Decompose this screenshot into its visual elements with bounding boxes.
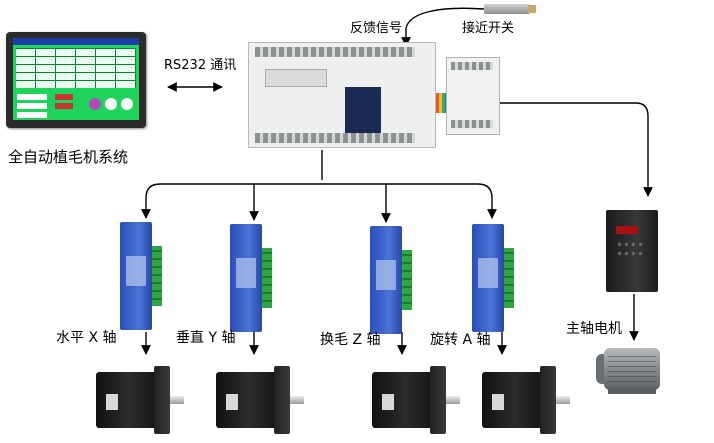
axis-z-label: 换毛 Z 轴 bbox=[320, 332, 381, 348]
spindle-motor-icon bbox=[596, 342, 670, 396]
axis-a-label: 旋转 A 轴 bbox=[430, 332, 491, 348]
system-title: 全自动植毛机系统 bbox=[8, 148, 129, 166]
axis-x-label: 水平 X 轴 bbox=[56, 330, 117, 346]
stepper-driver-icon bbox=[230, 224, 272, 334]
sensor-label: 接近开关 bbox=[462, 21, 515, 36]
driver-bus bbox=[141, 183, 497, 219]
stepper-motor-icon bbox=[216, 366, 306, 434]
stepper-motor-icon bbox=[482, 366, 572, 434]
frequency-inverter-icon bbox=[606, 210, 658, 292]
sensor-tip bbox=[528, 5, 536, 13]
feedback-label: 反馈信号 bbox=[350, 21, 403, 36]
stepper-driver-icon bbox=[472, 224, 514, 334]
rs232-label: RS232 通讯 bbox=[164, 58, 237, 73]
stepper-driver-icon bbox=[370, 226, 412, 336]
sensor-feedback-wire bbox=[401, 7, 485, 47]
inverter-wire bbox=[498, 102, 653, 197]
touch-screen-icon bbox=[6, 32, 146, 128]
proximity-sensor-icon bbox=[484, 4, 530, 14]
stepper-motor-icon bbox=[372, 366, 462, 434]
spindle-label: 主轴电机 bbox=[566, 321, 622, 337]
expansion-module-icon bbox=[446, 57, 500, 135]
stepper-motor-icon bbox=[96, 366, 186, 434]
plc-controller-icon bbox=[248, 32, 436, 150]
hmi-screen bbox=[13, 38, 139, 120]
stepper-driver-icon bbox=[120, 222, 162, 332]
axis-y-label: 垂直 Y 轴 bbox=[176, 330, 236, 346]
